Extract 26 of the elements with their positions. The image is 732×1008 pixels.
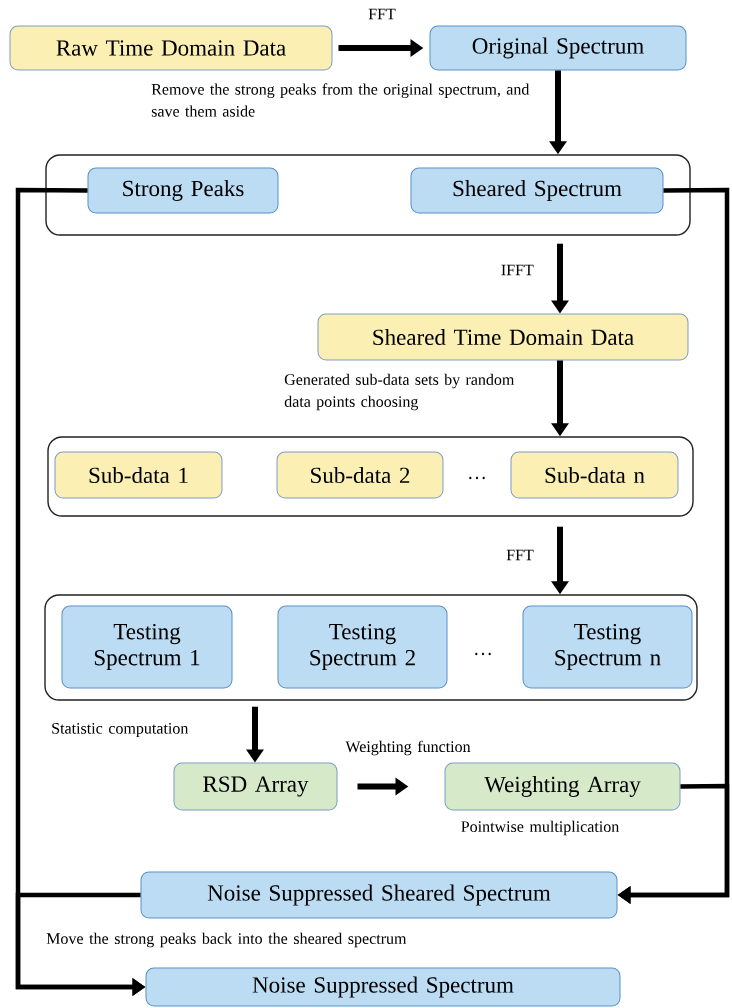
process-box: Strong Peaks — [87, 167, 279, 214]
process-box: Testing Spectrum n — [522, 605, 693, 689]
edge-label: Generated sub-data sets by random data points choosing — [284, 373, 515, 411]
edge-label: Weighting function — [345, 740, 471, 756]
process-box: Raw Time Domain Data — [9, 25, 333, 71]
process-box: Noise Suppressed Spectrum — [145, 967, 621, 1007]
process-box: Sheared Time Domain Data — [317, 313, 689, 361]
process-box: Testing Spectrum 2 — [277, 605, 448, 689]
process-box: Sheared Spectrum — [410, 167, 664, 214]
process-box: RSD Array — [173, 762, 338, 811]
edge-label: Move the strong peaks back into the sheared spectrum — [46, 932, 407, 948]
ellipsis: … — [475, 652, 491, 656]
process-box: Sub-data 2 — [276, 451, 444, 499]
edge-label: Pointwise multiplication — [461, 820, 619, 836]
process-box: Testing Spectrum 1 — [61, 605, 233, 689]
edge-label: Statistic computation — [52, 723, 189, 737]
process-box: Sub-data 1 — [54, 451, 223, 499]
process-box: Sub-data n — [510, 451, 679, 499]
process-box: Original Spectrum — [429, 25, 687, 71]
ellipsis: … — [469, 476, 485, 480]
process-box: Weighting Array — [444, 762, 681, 811]
process-box: Noise Suppressed Sheared Spectrum — [140, 871, 618, 919]
edge-label: IFFT — [501, 264, 534, 276]
edge-label: Remove the strong peaks from the original spectrum, and save them aside — [151, 83, 530, 117]
edge-label: FFT — [368, 8, 396, 20]
edge-label: FFT — [506, 549, 534, 561]
